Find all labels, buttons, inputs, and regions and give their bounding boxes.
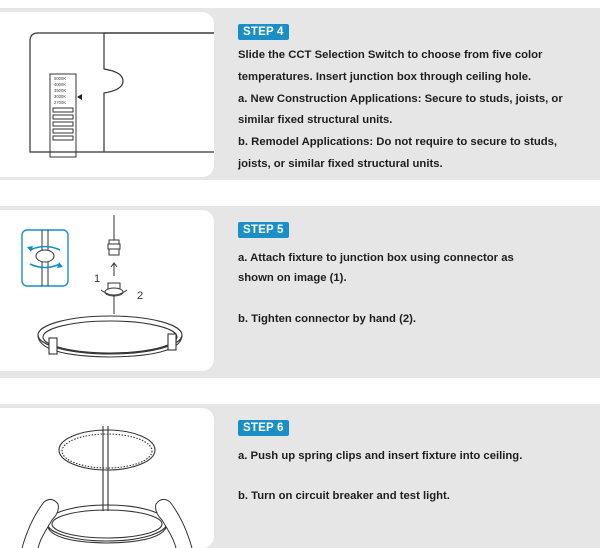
step-4-illustration: 5000K 4000K 3500K 3000K 2700K [0, 12, 214, 177]
switch-label: 5000K [54, 76, 66, 81]
step-6-paragraph: a. Push up spring clips and insert fixtu… [238, 450, 523, 462]
switch-label: 3500K [54, 88, 66, 93]
downlight-fixture [46, 504, 168, 544]
label-2: 2 [137, 290, 143, 302]
step-4-paragraph: b. Remodel Applications: Do not require … [238, 136, 558, 170]
switch-temperature-labels: 5000K 4000K 3500K 3000K 2700K [54, 76, 66, 105]
downlight-fixture [37, 315, 183, 358]
fixture-housing [29, 32, 214, 153]
switch-pointer-icon [77, 94, 82, 100]
switch-label: 4000K [54, 82, 66, 87]
rotate-arrow-icon [100, 289, 128, 296]
step-5-text: a. Attach fixture to junction box using … [238, 248, 588, 329]
switch-label: 2700K [54, 100, 66, 105]
up-arrow-icon [110, 262, 118, 276]
hands-icon [21, 498, 193, 548]
label-1: 1 [94, 273, 100, 285]
step-5-paragraph: a. Attach fixture to junction box using … [238, 252, 514, 284]
step-5-paragraph: b. Tighten connector by hand (2). [238, 313, 417, 325]
junction-box-connector [107, 215, 121, 256]
step-6-illustration [0, 408, 214, 548]
step-5-illustration: 1 2 [0, 210, 214, 371]
step-6-paragraph: b. Turn on circuit breaker and test ligh… [238, 490, 450, 502]
step-4-badge: STEP 4 [238, 24, 289, 40]
step-4-paragraph: a. New Construction Applications: Secure… [238, 92, 563, 127]
cct-switch [49, 73, 77, 158]
fixture-connector [104, 282, 124, 314]
step-4-paragraph: Slide the CCT Selection Switch to choose… [238, 49, 543, 83]
switch-label: 3000K [54, 94, 66, 99]
step-5-badge: STEP 5 [238, 222, 289, 238]
ceiling-cutout [58, 426, 156, 511]
step-4-text: Slide the CCT Selection Switch to choose… [238, 45, 588, 176]
step-6-badge: STEP 6 [238, 420, 289, 436]
connector-detail-inset [21, 229, 69, 287]
step-6-text: a. Push up spring clips and insert fixtu… [238, 446, 588, 506]
